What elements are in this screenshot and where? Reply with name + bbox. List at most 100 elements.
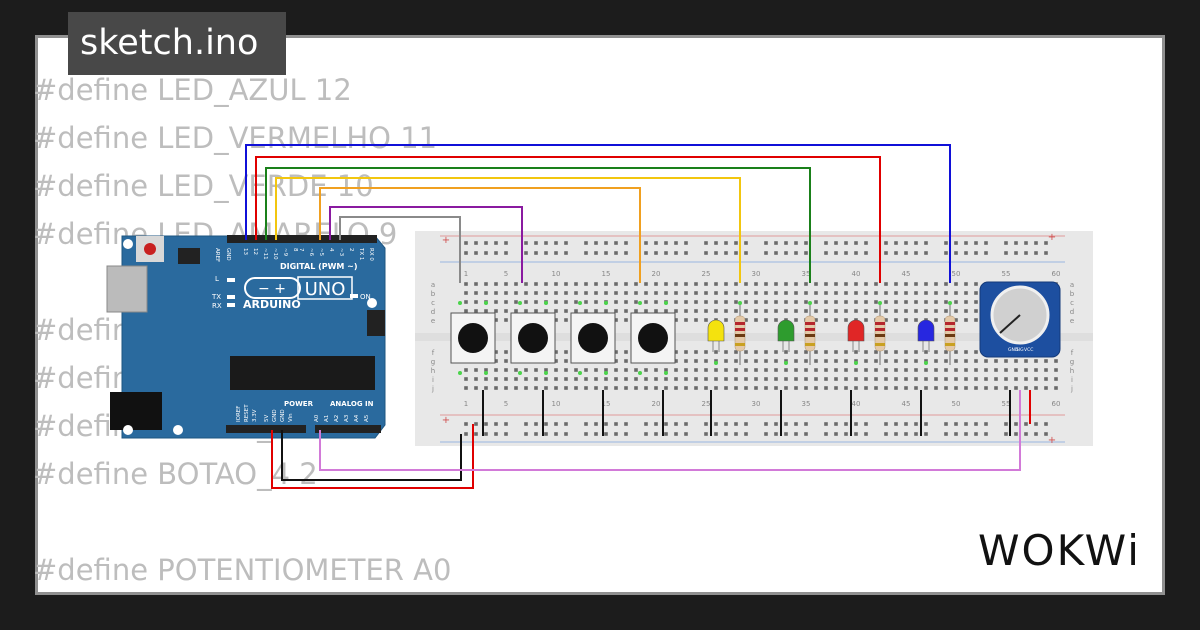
rail-hole	[484, 432, 488, 436]
row-letter: a	[1070, 281, 1074, 289]
pin-marker	[458, 371, 462, 375]
wokwi-logo[interactable]: WOKWi	[978, 525, 1158, 581]
rail-hole	[654, 432, 658, 436]
pin-marker	[604, 371, 608, 375]
pushbutton[interactable]	[450, 301, 496, 375]
breadboard-hole	[884, 350, 888, 354]
rail-hole	[914, 422, 918, 426]
pin-marker	[738, 301, 742, 305]
breadboard-hole	[874, 282, 878, 286]
rail-hole	[824, 251, 828, 255]
resistor-band	[735, 334, 745, 337]
breadboard-hole	[694, 318, 698, 322]
rail-hole	[624, 241, 628, 245]
breadboard-hole	[904, 318, 908, 322]
sketch-filename-tab[interactable]: sketch.ino	[68, 12, 286, 75]
resistor-band	[735, 343, 745, 346]
breadboard-hole	[1004, 359, 1008, 363]
rail-hole	[474, 241, 478, 245]
rail-hole	[734, 241, 738, 245]
breadboard-hole	[694, 359, 698, 363]
breadboard-hole	[504, 300, 508, 304]
digital-pin-label: 4	[328, 248, 334, 252]
breadboard-hole	[734, 291, 738, 295]
row-letter: d	[431, 308, 435, 316]
resistor-band	[875, 343, 885, 346]
digital-pin-label: GND	[225, 248, 231, 261]
breadboard-hole	[494, 309, 498, 313]
breadboard-center-channel	[415, 333, 1093, 341]
breadboard-hole	[954, 318, 958, 322]
led-body	[917, 319, 935, 342]
breadboard-rails: ++++	[415, 232, 1093, 446]
breadboard-hole	[534, 368, 538, 372]
breadboard-hole	[604, 368, 608, 372]
breadboard-hole	[844, 318, 848, 322]
breadboard-hole	[554, 318, 558, 322]
breadboard-hole	[924, 282, 928, 286]
rail-hole	[704, 422, 708, 426]
analog-header	[315, 425, 381, 433]
pin-marker	[878, 301, 882, 305]
breadboard-hole	[494, 300, 498, 304]
breadboard-hole	[814, 282, 818, 286]
mount-hole	[367, 298, 377, 308]
breadboard-hole	[724, 377, 728, 381]
pushbutton[interactable]	[510, 301, 556, 375]
breadboard-hole	[554, 368, 558, 372]
rail-hole	[924, 241, 928, 245]
rail-hole	[1024, 251, 1028, 255]
breadboard-hole	[554, 359, 558, 363]
breadboard-hole	[784, 309, 788, 313]
breadboard-hole	[644, 368, 648, 372]
arduino-uno[interactable]: − + UNO ARDUINO DIGITAL (PWM ~) POWER AN…	[106, 235, 386, 439]
pin-marker	[604, 301, 608, 305]
breadboard-hole	[844, 282, 848, 286]
power-pin-label: A0	[314, 414, 320, 422]
digital-pin-label: 2	[348, 248, 354, 252]
breadboard-hole	[544, 291, 548, 295]
sketch-filename: sketch.ino	[80, 23, 259, 63]
breadboard-hole	[1044, 377, 1048, 381]
breadboard-hole	[774, 300, 778, 304]
breadboard-hole	[574, 377, 578, 381]
pushbutton[interactable]	[630, 301, 676, 375]
breadboard-hole	[724, 309, 728, 313]
breadboard-hole	[494, 368, 498, 372]
reset-button[interactable]	[144, 243, 156, 255]
breadboard-hole	[844, 359, 848, 363]
breadboard-hole	[994, 377, 998, 381]
rail-hole	[884, 251, 888, 255]
breadboard-hole	[874, 368, 878, 372]
breadboard-hole	[684, 386, 688, 390]
pushbutton[interactable]	[570, 301, 616, 375]
breadboard-hole	[804, 350, 808, 354]
column-number: 35	[802, 270, 811, 278]
breadboard-hole	[1024, 386, 1028, 390]
breadboard-hole	[844, 309, 848, 313]
breadboard-hole	[494, 350, 498, 354]
potentiometer[interactable]: GND SIG VCC	[979, 281, 1061, 358]
rail-hole	[504, 432, 508, 436]
breadboard-hole	[794, 359, 798, 363]
breadboard-hole	[974, 368, 978, 372]
breadboard-hole	[514, 291, 518, 295]
resistor	[804, 301, 816, 365]
breadboard-hole	[624, 282, 628, 286]
arduino-brand: ARDUINO	[243, 298, 301, 311]
rail-hole	[714, 241, 718, 245]
breadboard-hole	[894, 318, 898, 322]
breadboard-hole	[764, 282, 768, 286]
row-letter: b	[431, 290, 436, 298]
breadboard-hole	[884, 359, 888, 363]
rail-hole	[804, 432, 808, 436]
rail-hole	[724, 241, 728, 245]
rail-hole	[804, 422, 808, 426]
breadboard-hole	[824, 359, 828, 363]
rail-hole	[774, 251, 778, 255]
arduino-plus-minus: − +	[258, 281, 286, 297]
rail-hole	[664, 432, 668, 436]
wire-botao-3	[339, 216, 461, 283]
row-letter: h	[431, 367, 435, 375]
rail-hole	[674, 422, 678, 426]
